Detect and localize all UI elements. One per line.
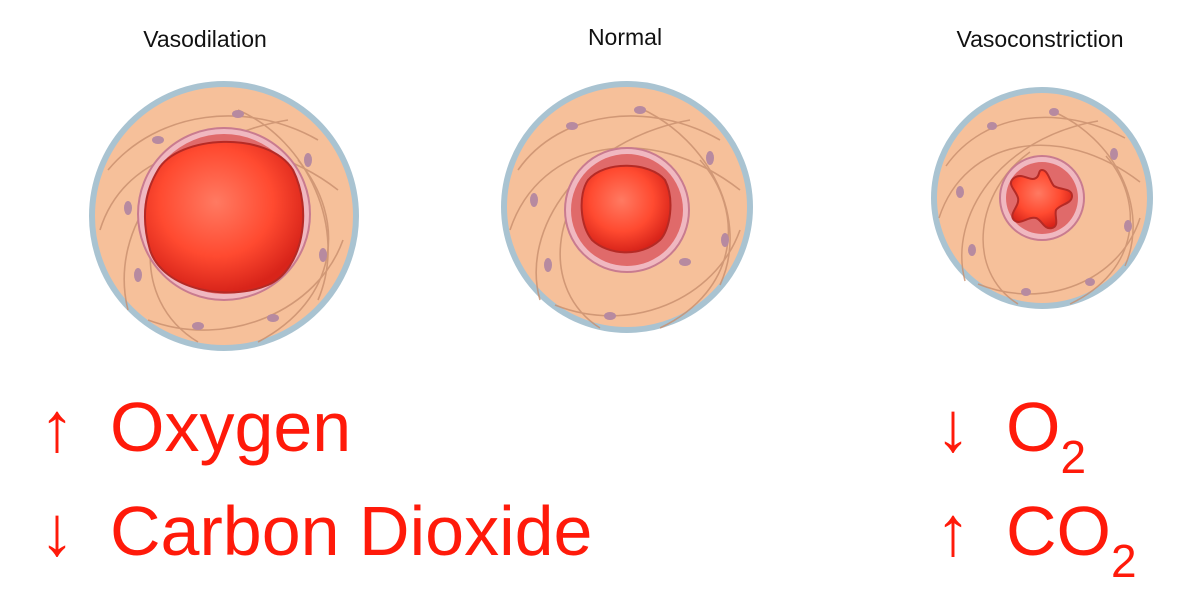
co2-text: CO [1006,492,1111,570]
o2-text: O [1006,388,1061,466]
up-arrow-icon: ↑ [935,492,971,570]
effect-o2: ↓ O2 [918,388,1087,480]
o2-subscript: 2 [1060,431,1087,483]
effect-oxygen: ↑ Oxygen [22,388,352,466]
vessel-vasodilation [89,81,359,351]
oxygen-text: Oxygen [110,388,352,466]
up-arrow-icon: ↑ [39,388,75,466]
vessel-vasoconstriction [931,87,1153,309]
vessel-normal [501,81,753,333]
label-vasodilation: Vasodilation [143,26,267,52]
label-normal: Normal [587,24,663,50]
down-arrow-icon: ↓ [39,492,75,570]
label-vasoconstriction: Vasoconstriction [956,26,1124,52]
effect-carbon-dioxide: ↓ Carbon Dioxide [22,492,593,570]
carbon-dioxide-text: Carbon Dioxide [110,492,593,570]
effect-co2: ↑ CO2 [918,492,1137,584]
co2-subscript: 2 [1111,535,1137,587]
down-arrow-icon: ↓ [935,388,971,466]
